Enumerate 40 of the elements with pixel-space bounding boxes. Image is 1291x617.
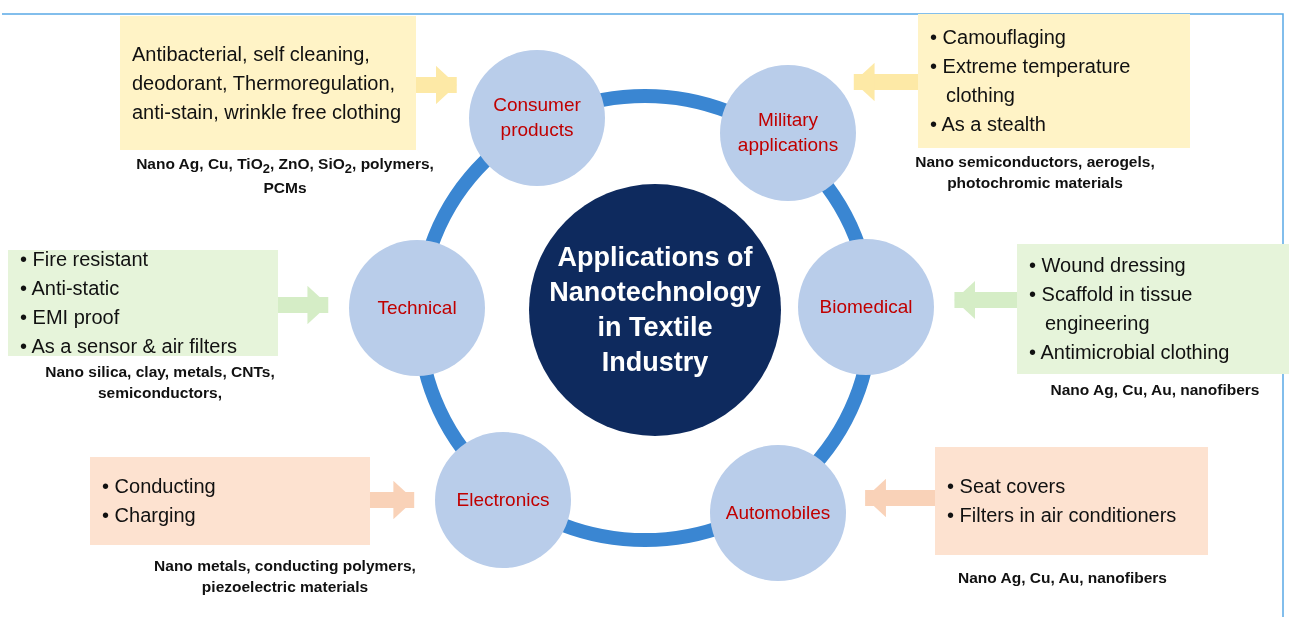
category-label: Automobiles <box>724 500 832 525</box>
material-note: Nano Ag, Cu, TiO$_{2}$, ZnO, SiO$_{2}$, polymers, PCMs <box>135 154 435 198</box>
description-text: Antibacterial, self cleaning, deodorant, Thermoregulation, anti-stain, wrinkle free clothing <box>132 41 402 125</box>
material-note: Nano semiconductors, aerogels, photochromic materials <box>914 152 1156 193</box>
bullet-item: • Seat covers <box>947 474 1067 499</box>
bullet-item: • Conducting <box>102 474 217 499</box>
text-box <box>8 250 278 356</box>
material-note: Nano Ag, Cu, Au, nanofibers <box>1049 380 1261 400</box>
bullet-item: • Fire resistant <box>20 247 150 272</box>
arrow <box>370 480 415 520</box>
bullet-item: • Camouflaging <box>930 25 1067 50</box>
bullet-item: • Scaffold in tissue engineering <box>1029 282 1194 336</box>
bullet-item: • As a stealth <box>930 112 1047 137</box>
bullet-item: • Wound dressing <box>1029 253 1187 278</box>
bullet-item: • Filters in air conditioners <box>947 503 1178 528</box>
material-note: Nano metals, conducting polymers, piezoelectric materials <box>153 556 417 597</box>
text-box <box>90 457 370 545</box>
material-note: Nano silica, clay, metals, CNTs, semiconductors, <box>44 362 276 403</box>
category-label: Consumer products <box>492 93 582 142</box>
diagram-heading: Applications of Nanotechnology in Textile Industry <box>548 240 762 380</box>
arrow <box>853 62 918 102</box>
bullet-item: • EMI proof <box>20 305 121 330</box>
arrow <box>278 285 329 325</box>
text-box <box>935 447 1208 555</box>
bullet-item: • Anti-static <box>20 276 121 301</box>
category-label: Technical <box>376 295 458 320</box>
arrow <box>416 65 457 105</box>
arrow <box>954 280 1017 320</box>
bullet-item: • Charging <box>102 503 197 528</box>
text-box <box>1017 244 1289 374</box>
material-note: Nano Ag, Cu, Au, nanofibers <box>957 568 1168 588</box>
bullet-item: • Antimicrobial clothing <box>1029 340 1231 365</box>
bullet-item: • Extreme temperature clothing <box>930 54 1132 108</box>
text-box <box>120 16 416 150</box>
category-label: Electronics <box>455 487 551 512</box>
text-box <box>918 14 1190 148</box>
category-label: Biomedical <box>818 294 914 319</box>
arrow <box>865 478 935 518</box>
bullet-item: • As a sensor & air filters <box>20 334 239 359</box>
category-label: Military applications <box>736 108 840 157</box>
